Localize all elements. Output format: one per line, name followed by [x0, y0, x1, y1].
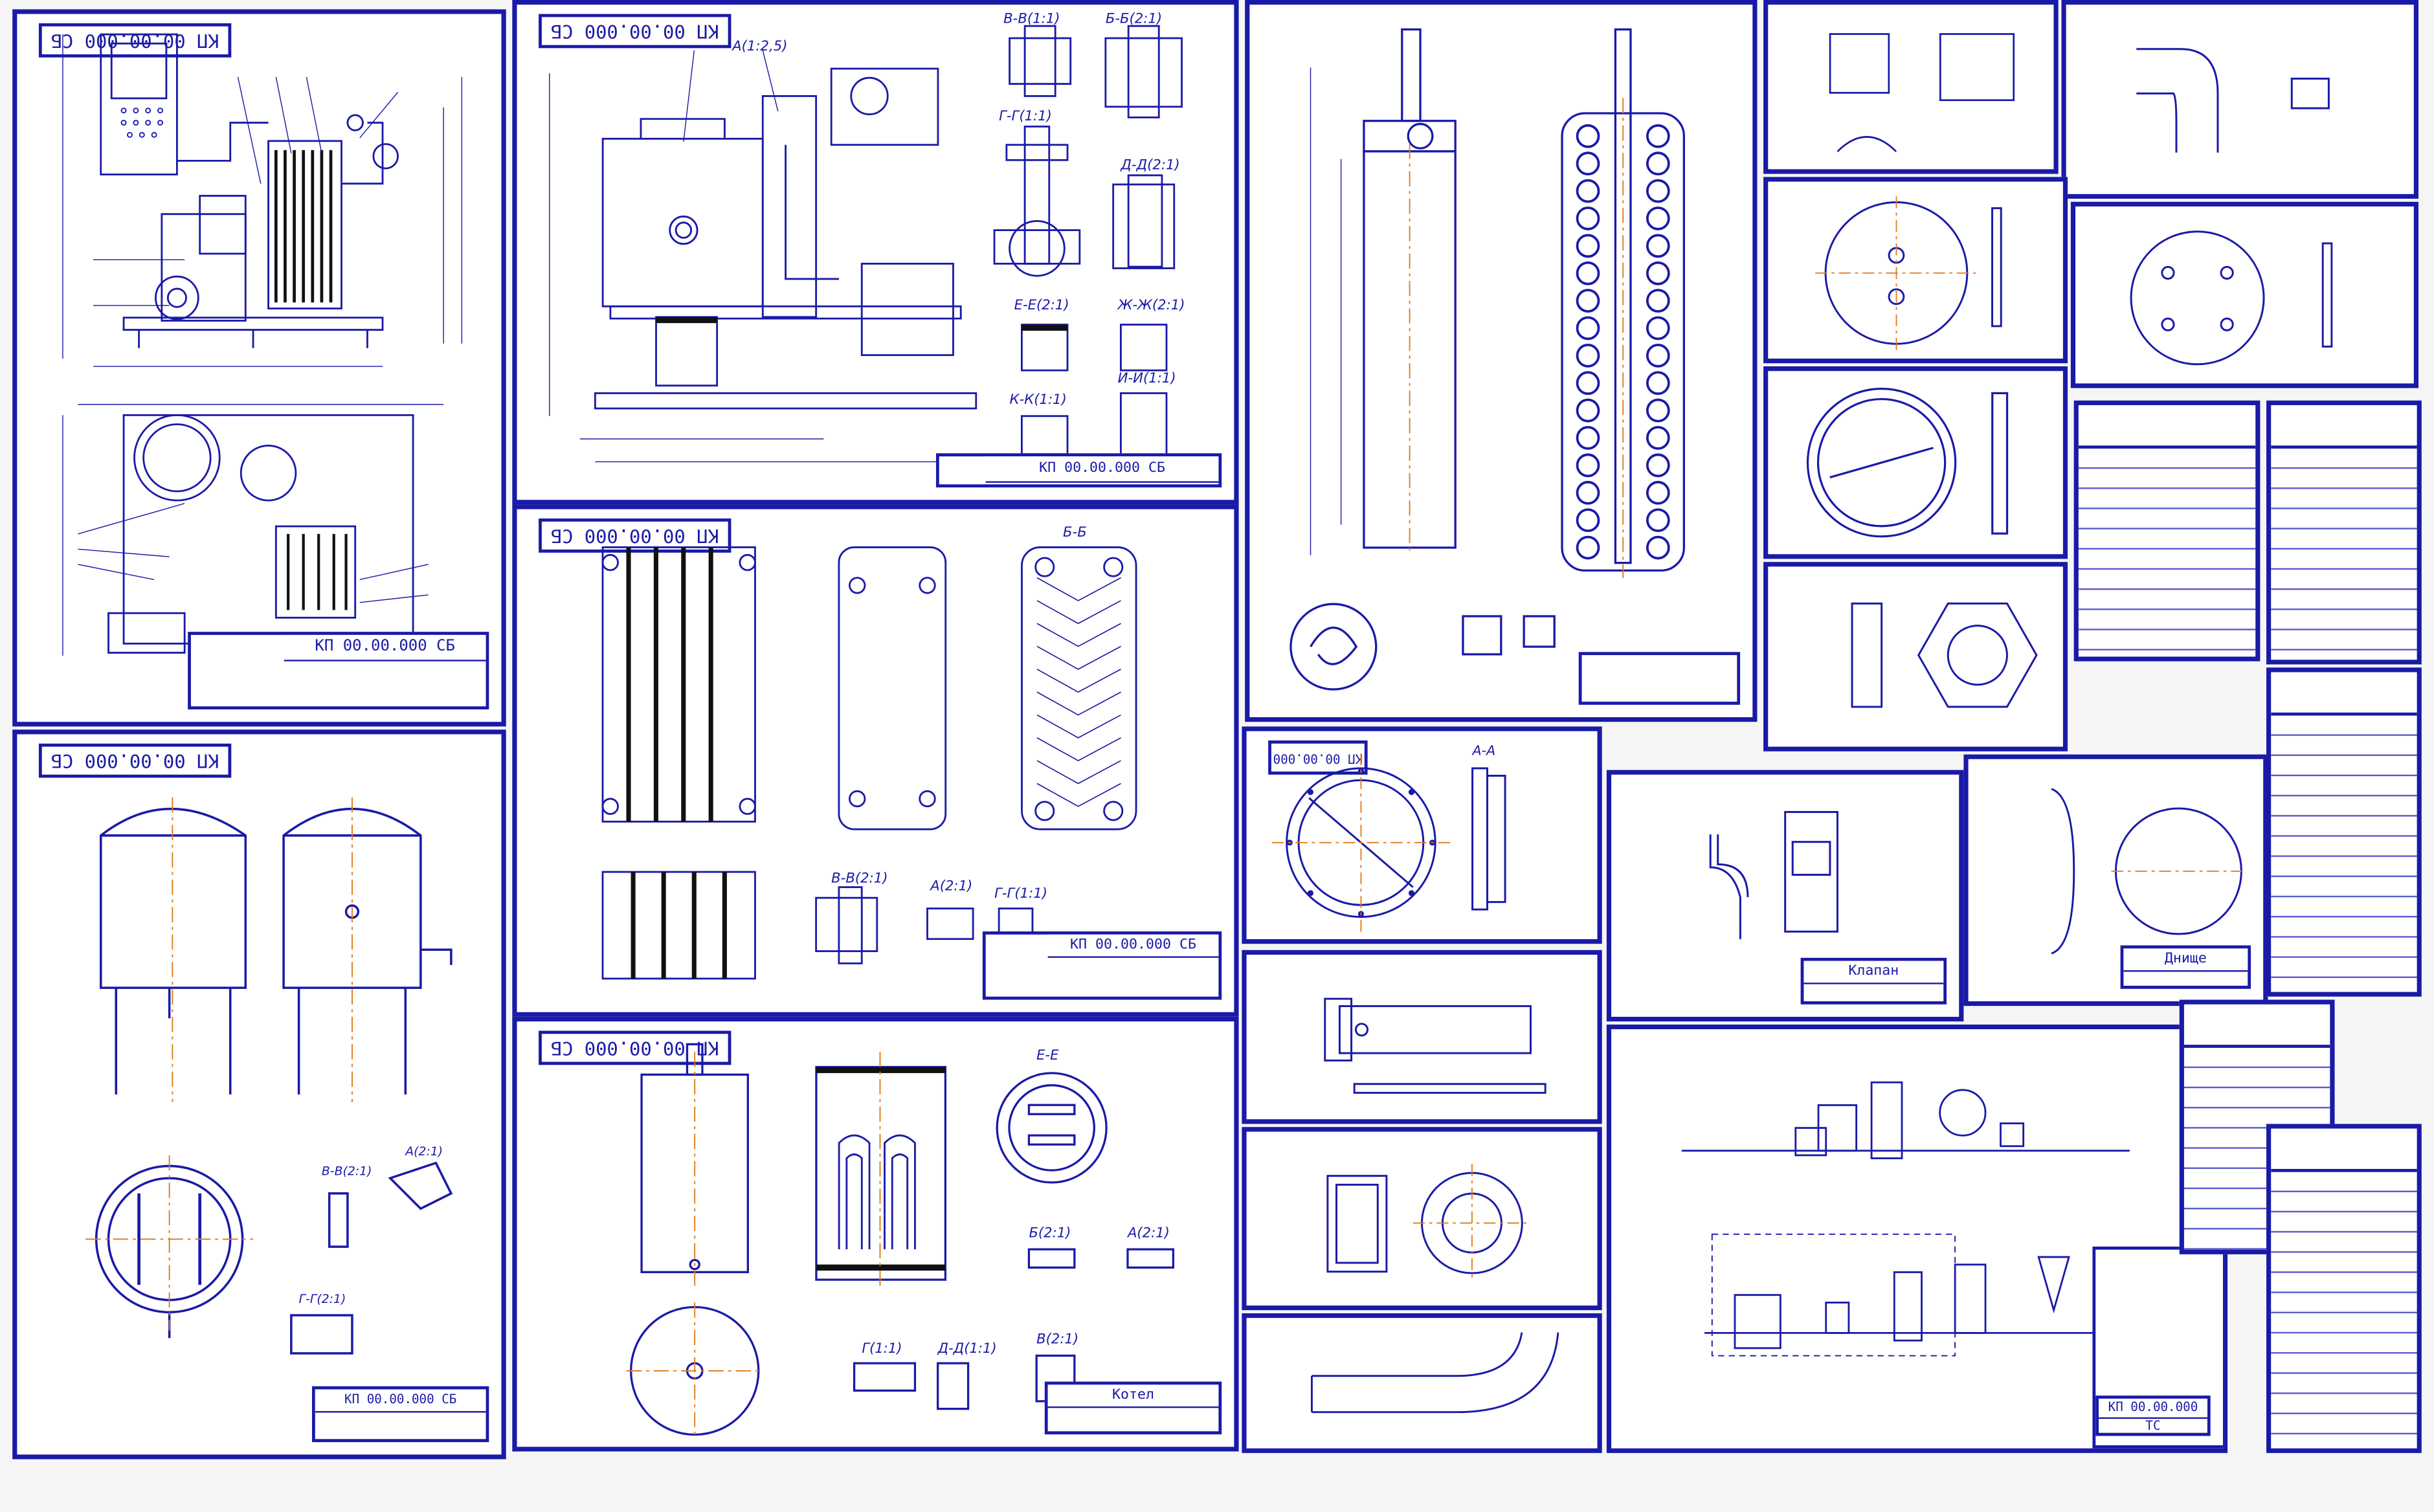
- title-block: КП 00.00.000 СБ: [982, 931, 1222, 1000]
- dished-head-drawing: [2051, 788, 2246, 955]
- drawing-sheet-assembly-main: КП 00.00.000 СБ: [12, 9, 506, 727]
- hex-nut-drawing: [1851, 602, 2038, 708]
- drawing-sheet-plate-round: [1763, 177, 2068, 364]
- coil-exchanger-drawing: [1290, 28, 1685, 691]
- drawing-sheet-hex-nut: [1763, 562, 2068, 751]
- view-label: А(2:1): [929, 877, 972, 893]
- drawing-sheet-plate-heat-exchanger: КП 00.00.000 СБ Б-Б В-В(2:1) А(2:1) Г-Г(…: [512, 504, 1239, 1017]
- view-label: А(1:2,5): [731, 38, 787, 54]
- boiler-drawing: Е-Е Б(2:1) А(2:1) Г(1:1) Д-Д(1:1) В(2:1): [626, 1043, 1175, 1440]
- view-label: Б-Б: [1063, 524, 1087, 540]
- assembly-main-drawing: [62, 33, 463, 656]
- view-label: А(2:1): [1126, 1224, 1170, 1240]
- view-label: Е-Е: [1036, 1047, 1059, 1063]
- drawing-sheet-flange-ring: КП 00.00.000 А-А: [1242, 726, 1602, 944]
- title-block: КП 00.00.000 СБ: [188, 632, 489, 710]
- view-label: А-А: [1471, 742, 1496, 758]
- plate-round-drawing: [1815, 196, 2002, 351]
- nut-drawing: [1326, 1164, 1531, 1282]
- flange-plate-drawing: [2130, 230, 2333, 366]
- title-block-code: КП 00.00.000 СБ: [985, 456, 1219, 483]
- specification-table: [2073, 400, 2261, 662]
- view-label: Г-Г(1:1): [994, 885, 1047, 901]
- drawing-sheet-nut: [1242, 1127, 1602, 1311]
- drawing-sheet-elbow-a: [2061, 0, 2419, 199]
- title-block-code: КП 00.00.000 СБ: [315, 1389, 486, 1413]
- specification-table: [2266, 1124, 2422, 1453]
- bracket-drawing: [1324, 997, 1546, 1094]
- title-block: [1578, 652, 1741, 705]
- title-block: КП 00.00.000 ТС: [2095, 1395, 2211, 1436]
- view-label: Г(1:1): [862, 1340, 902, 1356]
- flange-ring-drawing: А-А: [1271, 742, 1506, 932]
- title-block-name: Клапан: [1803, 961, 1944, 984]
- view-label: Б(2:1): [1029, 1224, 1071, 1240]
- view-label: Д-Д(2:1): [1120, 156, 1179, 172]
- view-label: Б-Б(2:1): [1106, 10, 1162, 26]
- view-label: И-И(1:1): [1118, 370, 1176, 386]
- title-block-name: Днище: [2123, 948, 2248, 972]
- view-label: Г-Г(2:1): [299, 1293, 346, 1306]
- view-label: А(2:1): [405, 1145, 443, 1159]
- view-label: В-В(2:1): [831, 870, 888, 886]
- title-block: Котел: [1044, 1381, 1222, 1435]
- drawing-sheet-boiler-assembly: КП 00.00.000 СБ: [512, 0, 1239, 505]
- title-block-code: КП 00.00.000 СБ: [1047, 934, 1219, 958]
- view-label: Ж-Ж(2:1): [1117, 296, 1185, 313]
- drawing-sheet-accumulator: КП 00.00.000 СБ В-В(2:1) А(2:1) Г-Г(2:1): [12, 729, 506, 1460]
- elbow-drawing: [1310, 1332, 1559, 1414]
- drawing-sheet-ring-aa: [1763, 366, 2068, 559]
- plate-exchanger-drawing: Б-Б В-В(2:1) А(2:1) Г-Г(1:1): [601, 524, 1137, 980]
- title-block: КП 00.00.000 СБ: [311, 1386, 489, 1443]
- view-label: В(2:1): [1036, 1331, 1078, 1347]
- title-block: КП 00.00.000 СБ: [935, 453, 1222, 488]
- title-block: Клапан: [1800, 957, 1947, 1005]
- drawing-sheet-bracket: [1242, 950, 1602, 1124]
- drawing-sheet-elbow: [1242, 1313, 1602, 1453]
- drawing-sheet-dished-head: Днище: [1963, 754, 2268, 1006]
- process-scheme-drawing: [1681, 1081, 2130, 1357]
- valve-drawing: [1709, 811, 1838, 939]
- view-label: В-В(1:1): [1003, 10, 1060, 26]
- view-label: Е-Е(2:1): [1014, 296, 1069, 313]
- elbow-a-drawing: [2136, 48, 2330, 153]
- view-label: К-К(1:1): [1010, 391, 1067, 407]
- view-label: В-В(2:1): [322, 1165, 372, 1179]
- drawing-sheet-coil-exchanger: [1245, 0, 1758, 722]
- drawing-sheet-boiler: КП 00.00.000 СБ Е-Е Б(2:1) А(2:1) Г(1:1): [512, 1016, 1239, 1452]
- title-block: Днище: [2120, 945, 2251, 989]
- ring-aa-drawing: [1806, 387, 2009, 538]
- boiler-assembly-drawing: А(1:2,5) В-В(1:1) Б-Б(2:1) Г-Г(1:1) Д-Д(…: [549, 10, 1185, 463]
- cover-drawing: [1829, 33, 2015, 153]
- accumulator-drawing: В-В(2:1) А(2:1) Г-Г(2:1): [85, 797, 453, 1355]
- specification-table: [2266, 667, 2422, 997]
- title-block-name: Котел: [1047, 1384, 1219, 1408]
- drawing-sheet-cover-detail: [1763, 0, 2059, 174]
- drawing-sheet-valve: Клапан: [1606, 770, 1964, 1022]
- drawing-sheet-process-scheme: КП 00.00.000 ТС: [1606, 1024, 2228, 1453]
- view-label: Г-Г(1:1): [999, 107, 1052, 124]
- view-label: Д-Д(1:1): [937, 1340, 997, 1356]
- specification-table: [2266, 400, 2422, 665]
- title-block-code: КП 00.00.000 ТС: [2099, 1398, 2207, 1433]
- title-block-code: КП 00.00.000 СБ: [284, 634, 486, 662]
- drawing-sheet-flange-plate: [2070, 201, 2419, 388]
